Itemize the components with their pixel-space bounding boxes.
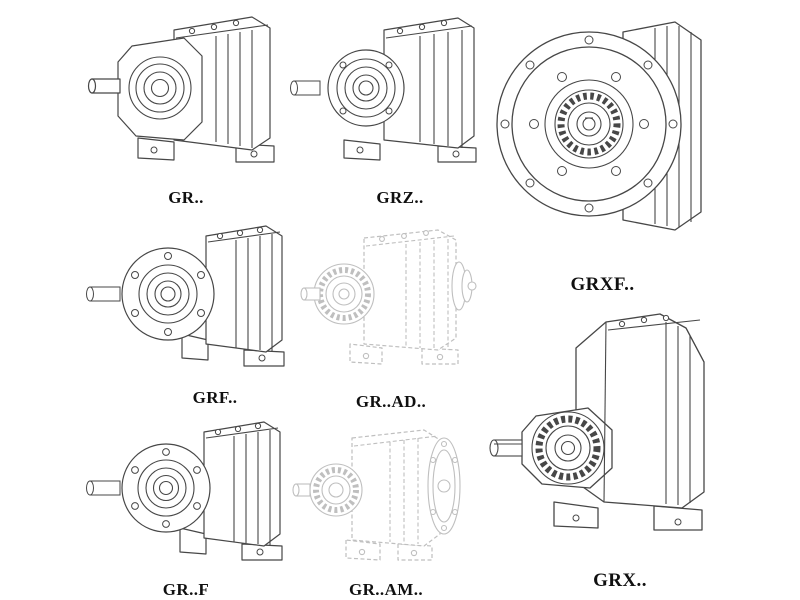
gearbox-drawing-gram <box>292 429 461 561</box>
gearbox-drawing-gr <box>87 16 275 163</box>
gearbox-drawing-grz <box>290 17 477 163</box>
figure-grz: GRZ.. <box>288 0 483 207</box>
gearbox-drawing-grxf <box>496 21 702 231</box>
figure-grff: GR..F <box>86 406 296 599</box>
figure-label-grf: GRF.. <box>192 388 238 407</box>
figure-label-grad: GR..AD.. <box>355 392 427 411</box>
figure-grx: GRX.. <box>488 296 738 591</box>
gearbox-drawing-grff <box>86 421 283 561</box>
figure-label-gr: GR.. <box>168 188 204 207</box>
gearbox-drawing-grx <box>489 313 705 531</box>
gearbox-drawing-grf <box>86 225 285 367</box>
figure-grf: GRF.. <box>86 208 296 407</box>
figure-label-gram: GR..AM.. <box>348 580 424 599</box>
gearbox-drawing-grad <box>300 229 477 365</box>
figure-gram: GR..AM.. <box>286 408 481 599</box>
figure-label-grz: GRZ.. <box>376 188 424 207</box>
figure-gr: GR.. <box>86 0 286 207</box>
figure-label-grx: GRX.. <box>593 570 647 591</box>
figure-grxf: GRXF.. <box>495 0 710 295</box>
figure-label-grff: GR..F <box>162 580 210 599</box>
figure-grad: GR..AD.. <box>286 210 496 411</box>
figure-label-grxf: GRXF.. <box>570 274 635 295</box>
